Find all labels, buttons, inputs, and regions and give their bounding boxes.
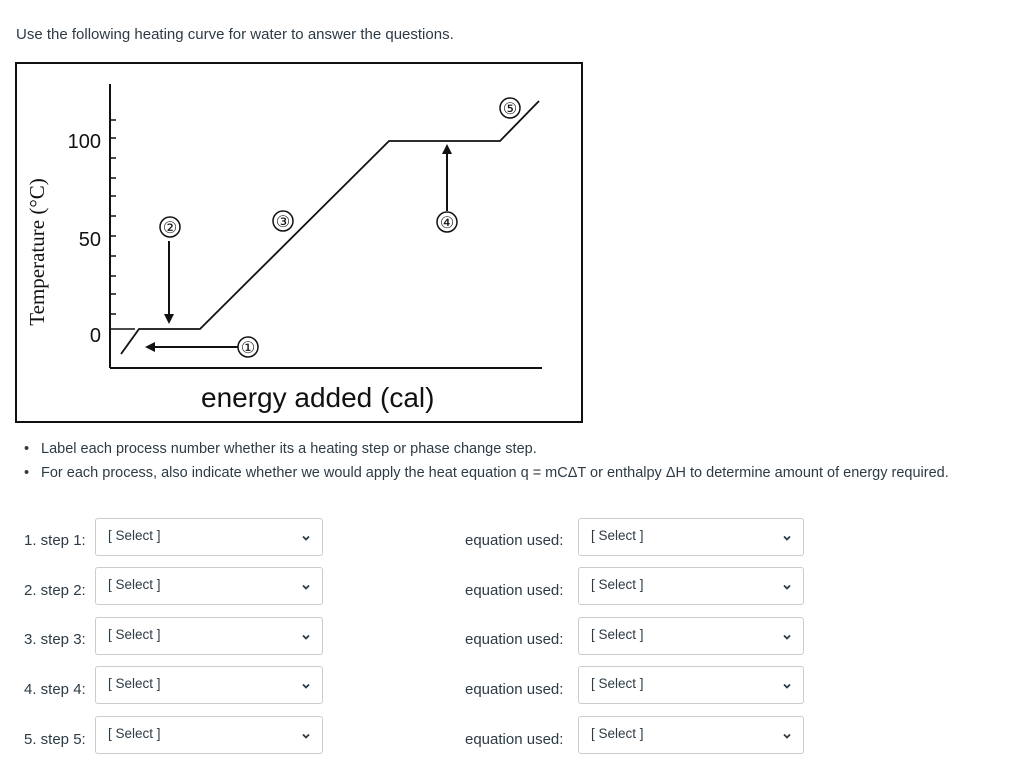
step-1-equation-select[interactable]: [ Select ] (578, 518, 804, 556)
step-2-equation-select[interactable]: [ Select ] (578, 567, 804, 605)
svg-text:①: ① (241, 340, 255, 357)
svg-text:③: ③ (276, 214, 290, 231)
tick-label-0: 0 (90, 325, 101, 347)
step-4-equation-label: equation used: (465, 681, 564, 698)
instruction-list: Label each process number whether its a … (24, 437, 1020, 485)
instruction-bullet-1: Label each process number whether its a … (24, 437, 1020, 461)
step-3-equation-label: equation used: (465, 631, 564, 648)
chevron-down-icon (783, 584, 791, 590)
step-3-equation-select[interactable]: [ Select ] (578, 617, 804, 655)
step-3-select[interactable]: [ Select ] (95, 617, 323, 655)
step-2-equation-select-value: [ Select ] (591, 577, 644, 592)
step-2-equation-label: equation used: (465, 582, 564, 599)
marker-2: ② (159, 216, 181, 238)
chevron-down-icon (302, 683, 310, 689)
step-2-select-value: [ Select ] (108, 577, 161, 592)
marker-1: ① (237, 336, 259, 358)
intro-text: Use the following heating curve for wate… (16, 26, 454, 43)
heating-curve-graph: Temperature (°C) 100 50 0 (25, 84, 542, 421)
step-5-equation-label: equation used: (465, 731, 564, 748)
step-5-select[interactable]: [ Select ] (95, 716, 323, 754)
tick-label-100: 100 (68, 131, 101, 153)
step-5-equation-select[interactable]: [ Select ] (578, 716, 804, 754)
step-1-label: 1. step 1: (24, 532, 86, 549)
marker-5: ⑤ (499, 97, 521, 119)
step-4-label: 4. step 4: (24, 681, 86, 698)
chevron-down-icon (302, 733, 310, 739)
step-1-select-value: [ Select ] (108, 528, 161, 543)
step-4-equation-select[interactable]: [ Select ] (578, 666, 804, 704)
step-5-label: 5. step 5: (24, 731, 86, 748)
step-2-select[interactable]: [ Select ] (95, 567, 323, 605)
marker-4: ④ (436, 211, 458, 233)
y-ticks (110, 119, 116, 315)
heating-curve-line (120, 100, 540, 355)
chevron-down-icon (783, 634, 791, 640)
step-2-label: 2. step 2: (24, 582, 86, 599)
step-4-equation-select-value: [ Select ] (591, 676, 644, 691)
step-1-select[interactable]: [ Select ] (95, 518, 323, 556)
step-5-select-value: [ Select ] (108, 726, 161, 741)
step-1-equation-label: equation used: (465, 532, 564, 549)
step-4-select[interactable]: [ Select ] (95, 666, 323, 704)
step-3-label: 3. step 3: (24, 631, 86, 648)
step-1-equation-select-value: [ Select ] (591, 528, 644, 543)
instruction-bullet-2: For each process, also indicate whether … (24, 461, 1020, 485)
chevron-down-icon (783, 733, 791, 739)
step-3-select-value: [ Select ] (108, 627, 161, 642)
heating-curve-figure: Temperature (°C) 100 50 0 (15, 62, 583, 423)
chevron-down-icon (302, 634, 310, 640)
chevron-down-icon (783, 535, 791, 541)
chevron-down-icon (783, 683, 791, 689)
x-axis-label: energy added (cal) (201, 382, 434, 413)
chevron-down-icon (302, 584, 310, 590)
tick-label-50: 50 (79, 229, 101, 251)
svg-text:④: ④ (440, 215, 454, 232)
step-4-select-value: [ Select ] (108, 676, 161, 691)
step-5-equation-select-value: [ Select ] (591, 726, 644, 741)
chevron-down-icon (302, 535, 310, 541)
marker-3: ③ (272, 210, 294, 232)
step-3-equation-select-value: [ Select ] (591, 627, 644, 642)
svg-text:⑤: ⑤ (503, 101, 517, 118)
svg-text:②: ② (163, 220, 177, 237)
y-axis-label: Temperature (°C) (25, 178, 49, 325)
